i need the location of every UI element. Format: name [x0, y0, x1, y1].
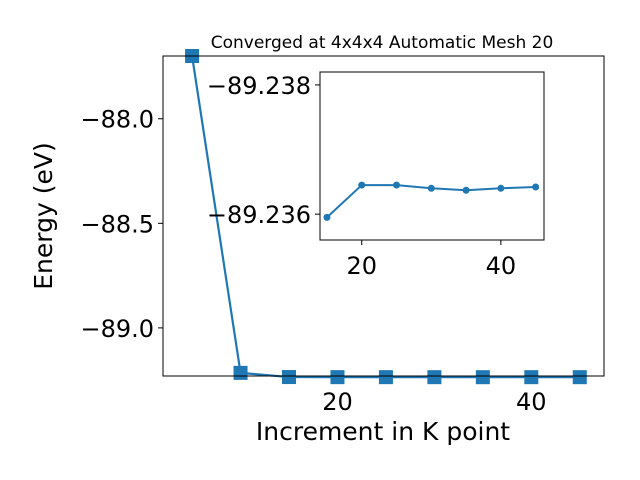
inset-chart: 20 40 −89.238 −89.236	[207, 71, 545, 280]
main-plot-frame	[162, 55, 605, 377]
y-axis-label: Energy (eV)	[29, 142, 58, 289]
main-data-point	[427, 370, 442, 385]
inset-plot-frame	[319, 71, 545, 241]
inset-x-tick-label: 40	[486, 252, 517, 280]
inset-background	[320, 72, 544, 240]
x-axis-label: Increment in K point	[256, 417, 510, 446]
inset-series	[323, 181, 540, 221]
main-x-tick-label: 20	[322, 388, 353, 416]
main-y-tick-label: −89.0	[80, 315, 154, 343]
main-y-tick-label: −88.5	[80, 210, 154, 238]
inset-axis-ticks: 20 40 −89.238 −89.236	[207, 72, 516, 280]
inset-y-tick-label: −89.238	[207, 72, 311, 100]
chart-title: Converged at 4x4x4 Automatic Mesh 20	[211, 33, 554, 53]
main-data-point	[524, 370, 539, 385]
inset-data-point	[427, 184, 435, 192]
inset-data-point	[358, 181, 366, 189]
main-data-point	[378, 370, 393, 385]
main-data-point	[233, 365, 248, 380]
main-axis-ticks: 20 40 −88.0 −88.5 −89.0	[80, 106, 546, 416]
inset-data-point	[497, 184, 505, 192]
main-x-tick-label: 40	[516, 388, 547, 416]
inset-data-point	[323, 213, 331, 221]
main-data-point	[282, 370, 296, 385]
main-data-point	[475, 370, 490, 385]
inset-data-point	[532, 183, 540, 191]
main-data-point	[572, 370, 587, 385]
inset-x-tick-label: 20	[346, 252, 377, 280]
inset-y-tick-label: −89.236	[207, 201, 311, 229]
inset-data-point	[393, 181, 401, 189]
inset-data-point	[462, 186, 470, 194]
main-y-tick-label: −88.0	[80, 106, 154, 134]
main-data-point	[330, 370, 345, 385]
main-chart: Converged at 4x4x4 Automatic Mesh 20 20 4…	[29, 33, 605, 446]
